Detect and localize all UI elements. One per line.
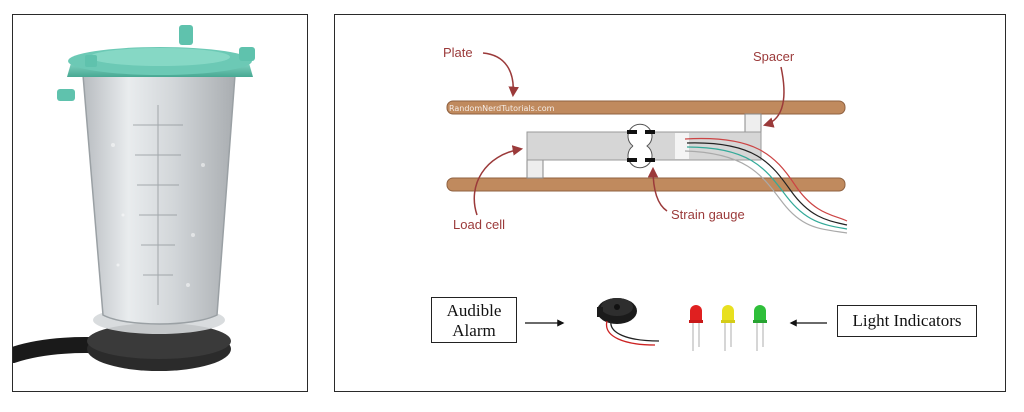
load-cell-wires bbox=[684, 137, 848, 234]
strain-gauge-top-right bbox=[645, 130, 655, 134]
load-cell-hole bbox=[627, 123, 653, 169]
plate-label: Plate bbox=[443, 45, 473, 60]
canister-jar bbox=[82, 74, 236, 325]
top-plate bbox=[446, 100, 846, 115]
spacer-label: Spacer bbox=[753, 49, 795, 64]
load-cell-diagram-panel: RandomNerdTutorials.com Plate Spacer Loa… bbox=[334, 14, 1006, 392]
load-cell-label: Load cell bbox=[453, 217, 505, 232]
suction-canister-image bbox=[13, 25, 255, 371]
bottom-plate bbox=[446, 177, 846, 192]
audible-alarm-line1: Audible bbox=[446, 301, 502, 320]
spacer-arrow bbox=[762, 66, 785, 128]
load-cell-diagram: RandomNerdTutorials.com Plate Spacer Loa… bbox=[443, 45, 848, 351]
canister-photo-panel bbox=[12, 14, 308, 392]
watermark-text: RandomNerdTutorials.com bbox=[449, 104, 555, 113]
audible-alarm-label: Audible Alarm bbox=[431, 297, 517, 343]
plate-arrow bbox=[482, 52, 519, 98]
strain-gauge-bottom-right bbox=[645, 158, 655, 162]
strain-gauge-arrow bbox=[647, 166, 668, 212]
light-indicators-text: Light Indicators bbox=[852, 311, 962, 330]
strain-gauge-bottom-left bbox=[627, 158, 637, 162]
load-cell-arrow bbox=[473, 145, 524, 216]
audible-alarm-line2: Alarm bbox=[452, 321, 496, 340]
strain-gauge-label: Strain gauge bbox=[671, 207, 745, 222]
led-green-icon bbox=[753, 305, 767, 351]
spacer-top bbox=[744, 113, 762, 133]
spacer-bottom bbox=[526, 159, 544, 179]
buzzer-icon bbox=[597, 298, 660, 346]
led-red-icon bbox=[689, 305, 703, 351]
light-indicators-label: Light Indicators bbox=[837, 305, 977, 337]
strain-gauge-top-left bbox=[627, 130, 637, 134]
led-yellow-icon bbox=[721, 305, 735, 351]
